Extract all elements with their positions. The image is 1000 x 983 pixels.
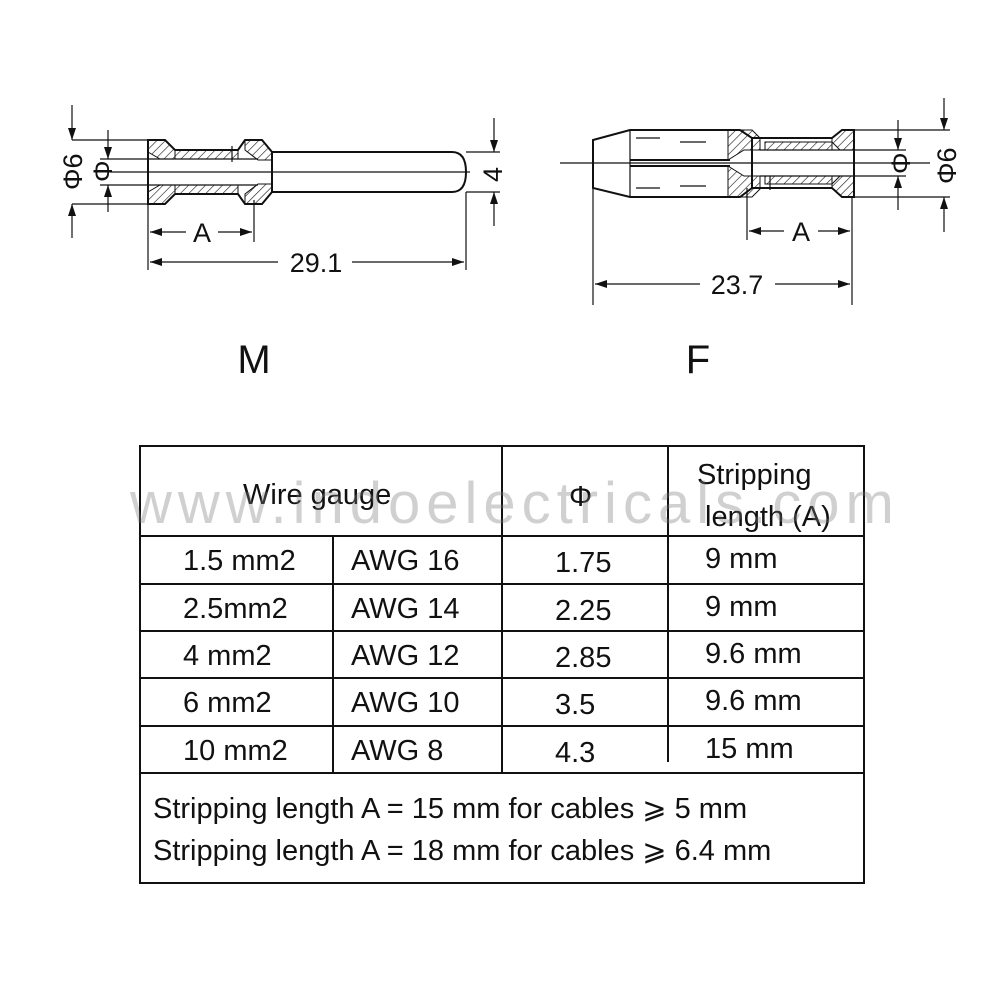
cell-mm: 4 mm2: [183, 640, 272, 672]
cell-phi: 4.3: [555, 737, 596, 769]
male-total-length-label: 29.1: [290, 248, 343, 278]
cell-mm: 1.5 mm2: [183, 545, 296, 577]
cell-phi: 1.75: [555, 547, 612, 579]
wire-spec-table: Wire gauge Φ Stripping length (A) 1.5 mm…: [139, 445, 865, 884]
male-contact: Φ6 Φ 4 A 29.1 M: [58, 105, 508, 382]
cell-awg: AWG 10: [351, 687, 460, 719]
cell-strip: 15 mm: [705, 733, 794, 765]
cell-phi: 2.85: [555, 642, 612, 674]
cell-strip: 9.6 mm: [705, 638, 802, 670]
cell-strip: 9 mm: [705, 591, 778, 623]
male-inner-diameter-label: Φ: [88, 160, 118, 182]
male-pin-diameter-label: 4: [478, 167, 508, 182]
contact-drawing: Φ6 Φ 4 A 29.1 M: [58, 98, 962, 382]
cell-mm: 6 mm2: [183, 687, 272, 719]
male-label: M: [237, 338, 270, 382]
cell-awg: AWG 8: [351, 735, 444, 767]
female-strip-length-label: A: [792, 217, 810, 247]
female-total-length-label: 23.7: [711, 270, 764, 300]
male-outer-diameter-label: Φ6: [58, 153, 88, 190]
female-label: F: [686, 338, 710, 382]
header-diameter: Φ: [569, 481, 593, 513]
cell-phi: 3.5: [555, 689, 596, 721]
cell-mm: 10 mm2: [183, 735, 288, 767]
stripping-note-2: Stripping length A = 18 mm for cables ⩾ …: [153, 835, 772, 867]
cell-phi: 2.25: [555, 595, 612, 627]
header-stripping-line1: Stripping: [697, 459, 812, 491]
female-contact: Φ6 Φ A 23.7 F: [560, 98, 962, 382]
header-wire-gauge: Wire gauge: [243, 479, 392, 511]
cell-mm: 2.5mm2: [183, 593, 288, 625]
male-strip-length-label: A: [193, 218, 211, 248]
cell-awg: AWG 14: [351, 593, 460, 625]
stripping-note-1: Stripping length A = 15 mm for cables ⩾ …: [153, 793, 748, 825]
cell-strip: 9 mm: [705, 543, 778, 575]
cell-strip: 9.6 mm: [705, 685, 802, 717]
header-stripping-line2: length (A): [705, 501, 831, 533]
cell-awg: AWG 16: [351, 545, 460, 577]
female-outer-diameter-label: Φ6: [932, 147, 962, 184]
cell-awg: AWG 12: [351, 640, 460, 672]
female-inner-diameter-label: Φ: [886, 152, 916, 174]
